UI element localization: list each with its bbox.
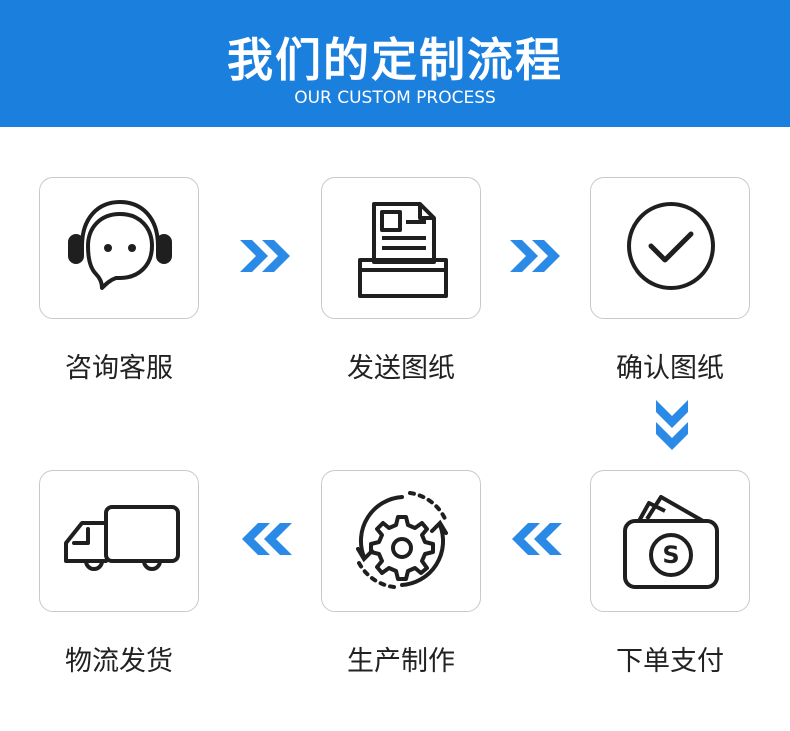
document-tray-icon bbox=[358, 202, 448, 298]
chevron-left-icon bbox=[512, 523, 562, 555]
step-card-production bbox=[321, 470, 481, 612]
page-title: 我们的定制流程 bbox=[227, 33, 563, 87]
step-label-order-pay: 下单支付 bbox=[616, 646, 724, 677]
delivery-truck-icon bbox=[64, 505, 180, 571]
headset-icon bbox=[68, 200, 172, 290]
step-label-logistics: 物流发货 bbox=[65, 646, 173, 677]
step-label-production: 生产制作 bbox=[347, 646, 455, 677]
header-banner: 我们的定制流程 OUR CUSTOM PROCESS bbox=[0, 0, 790, 127]
step-card-confirm-drawing bbox=[590, 177, 750, 319]
gear-cycle-icon bbox=[356, 491, 448, 589]
chevron-down-icon bbox=[656, 400, 688, 450]
step-label-consult: 咨询客服 bbox=[65, 353, 173, 384]
chevron-left-icon bbox=[242, 523, 292, 555]
svg-text:S: S bbox=[662, 541, 679, 569]
step-card-order-pay: S bbox=[590, 470, 750, 612]
step-card-logistics bbox=[39, 470, 199, 612]
step-label-send-drawing: 发送图纸 bbox=[347, 353, 455, 384]
check-circle-icon bbox=[627, 202, 715, 290]
step-card-send-drawing bbox=[321, 177, 481, 319]
chevron-right-icon bbox=[240, 240, 290, 272]
step-label-confirm-drawing: 确认图纸 bbox=[616, 353, 724, 384]
wallet-dollar-icon: S bbox=[623, 495, 719, 589]
chevron-right-icon bbox=[510, 240, 560, 272]
step-card-consult bbox=[39, 177, 199, 319]
page-subtitle: OUR CUSTOM PROCESS bbox=[294, 88, 496, 108]
